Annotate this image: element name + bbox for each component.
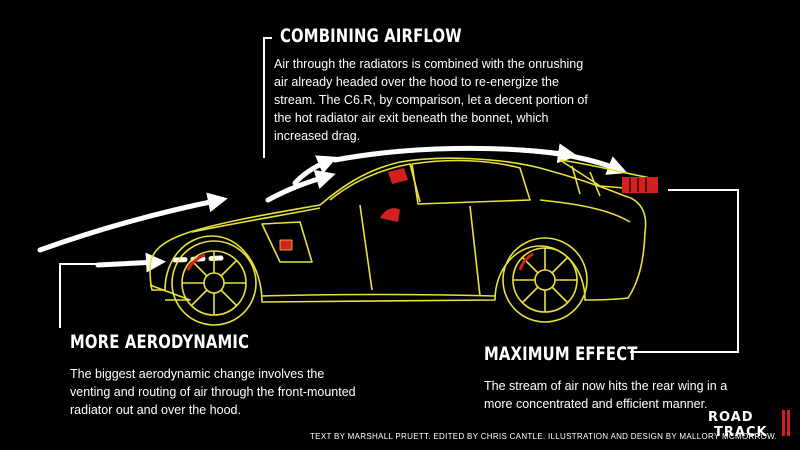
airflow-arrow-lower [95,252,166,273]
callout-airflow-title: COMBINING AIRFLOW [280,25,462,47]
callout-airflow-text: Air through the radiators is combined wi… [274,57,588,143]
airflow-arrow-mid [292,155,338,186]
front-brake-caliper [186,253,206,271]
front-wheel [171,240,257,326]
callout-aero-text: The biggest aerodynamic change involves … [70,367,356,417]
callout-effect-title: MAXIMUM EFFECT [484,343,638,365]
car-windshield [329,163,421,203]
car-door-line [359,204,481,297]
rear-wheel [502,237,588,323]
credits-line: TEXT BY MARSHALL PRUETT. EDITED BY CHRIS… [310,432,778,441]
car-side-window [411,159,531,205]
car-rear-wing-strut [571,165,601,197]
car-side-vent [261,221,313,263]
badge-decal [279,239,293,251]
logo-word-track: TRACK [714,425,768,440]
callout-aero-title: MORE AERODYNAMIC [70,331,250,353]
car-body-outline [149,157,647,303]
road-and-track-logo: ROAD TRACK [706,410,796,448]
airflow-arrow-front [37,192,228,253]
car-side-sill [261,293,496,297]
callout-effect-text: The stream of air now hits the rear wing… [484,379,728,411]
leader-line-airflow [263,37,272,158]
airflow-arrow-hood [265,169,336,203]
mirror-accent [380,208,400,222]
rear-brake-caliper [518,252,534,271]
car-splitter [149,284,191,301]
rear-wing-endplate-accent [622,177,658,193]
car-rear-line [539,199,631,223]
airflow-arrow-rear [517,147,628,175]
hood-vent-accent [388,168,408,184]
car-hood-line [191,207,321,233]
leader-line-aero [59,263,100,328]
leader-line-effect [630,189,739,353]
logo-word-road: ROAD [708,410,754,425]
